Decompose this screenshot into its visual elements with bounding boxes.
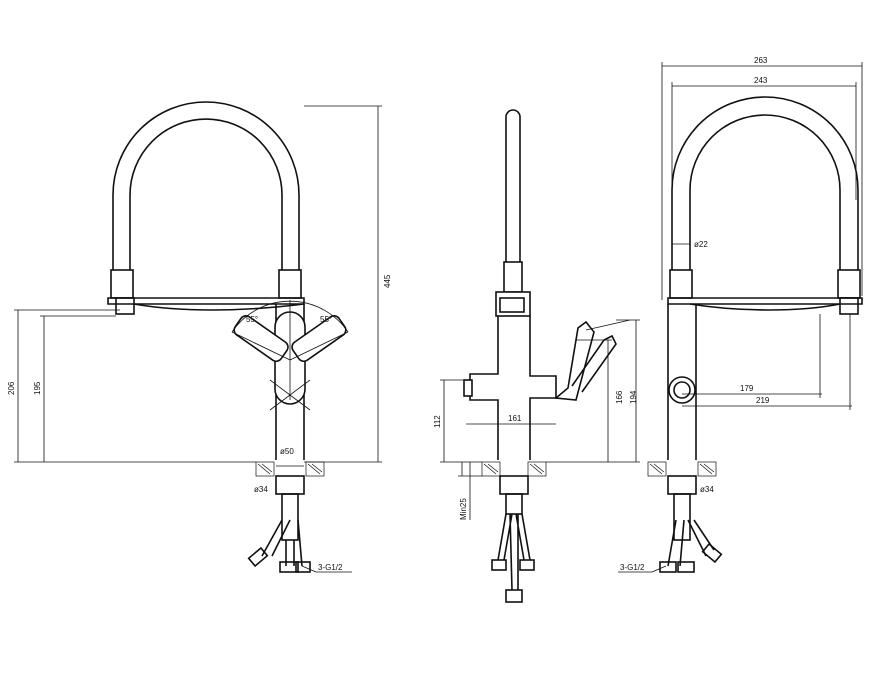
right-dim-243-label: 243 [754,76,768,85]
front-counter-hatch-right [305,461,325,477]
right-spout-arc-outer [671,96,859,270]
side-handle-lever [554,320,595,401]
front-view: 55° 55° ø50 ø34 3-G1/2 445 206 195 [7,101,392,573]
side-spray-head [503,261,523,293]
right-body [667,304,697,460]
side-dim-166-label: 166 [615,390,624,404]
front-dim-195-label: 195 [33,381,42,395]
front-spout-arc-inner [129,118,283,270]
side-handle-lever-raised [571,334,617,393]
right-spray-head-left [669,269,693,299]
right-spout-arc-inner [689,114,841,270]
right-spout-plate [667,297,863,305]
front-dia-hole-label: ø34 [254,485,268,494]
front-angle-right-label: 55° [320,315,332,324]
right-counter-hatch-right [697,461,717,477]
front-nozzle [115,297,135,315]
right-view: ø34 3-G1/2 263 243 ø22 179 219 [618,56,863,573]
side-spout-joint [499,297,525,313]
front-dia-base-label: ø50 [280,447,294,456]
front-counter-hatch-left [255,461,275,477]
side-dim-112-label: 112 [433,415,442,428]
side-counter-hatch-left [481,461,501,477]
front-shank [281,493,299,541]
front-angle-left-label: 55° [246,315,258,324]
front-thread-label: 3-G1/2 [318,563,343,572]
front-dim-445-label: 445 [383,274,392,288]
front-spout-wedge [133,303,305,311]
right-spout-wedge [689,303,841,311]
front-hose-left [261,519,291,557]
side-dim-161-label: 161 [508,414,522,423]
side-diverter-button [463,379,473,397]
right-handle-knob [668,376,696,404]
right-dia-hole-label: ø34 [700,485,714,494]
right-dim-263-label: 263 [754,56,768,65]
side-min-deck-label: Min25 [459,498,468,520]
front-spray-head-left [110,269,134,299]
right-hoses [667,519,715,567]
side-hoses [497,513,531,591]
side-dim-194-label: 194 [629,390,638,404]
right-nozzle [839,297,859,315]
right-dia-hose-label: ø22 [694,240,708,249]
right-counter-hatch-left [647,461,667,477]
right-dim-179-label: 179 [740,384,754,393]
front-lever-left [233,315,289,363]
right-thread-label: 3-G1/2 [620,563,645,572]
front-hose-right [297,519,303,567]
right-dim-219-label: 219 [756,396,770,405]
front-spray-head-right [278,269,302,299]
right-shank [673,493,691,541]
side-counter-hatch-right [527,461,547,477]
right-spray-head-right [837,269,861,299]
front-dim-206-label: 206 [7,381,16,395]
side-view: 112 161 166 194 Min25 [433,109,640,603]
front-spout-arc-outer [112,101,300,270]
side-body [469,316,557,460]
front-lever-right [291,315,347,363]
side-shank [505,493,523,515]
